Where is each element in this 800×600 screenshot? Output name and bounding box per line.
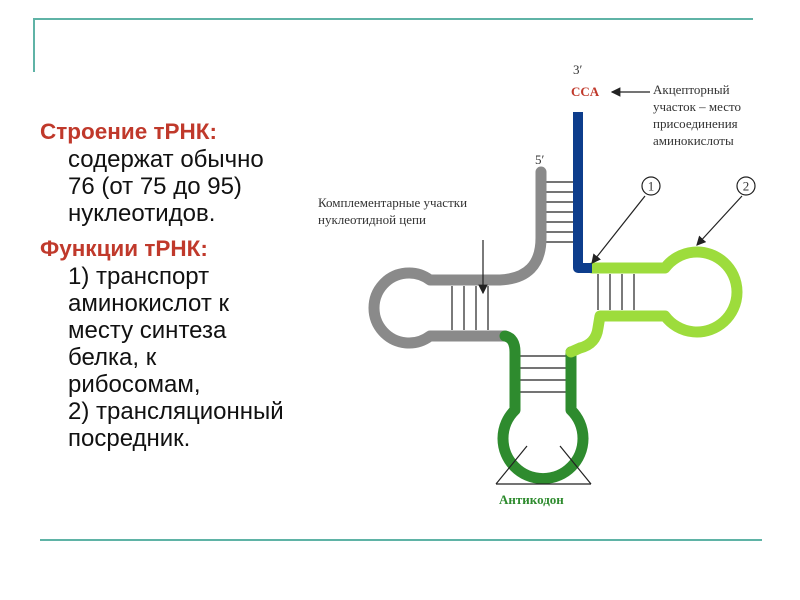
- marker-1-arrow: [591, 195, 646, 264]
- five-prime-label: 5′: [535, 152, 545, 167]
- marker-1-label: 1: [648, 179, 655, 194]
- svg-text:нуклеотидной цепи: нуклеотидной цепи: [318, 212, 426, 227]
- light-green-strand: [565, 246, 743, 358]
- structure-heading: Строение тРНК:: [40, 119, 217, 144]
- functions-heading: Функции тРНК:: [40, 236, 208, 261]
- left-rule: [33, 18, 35, 72]
- anticodon-label: Антикодон: [499, 492, 564, 507]
- function-line: посредник.: [68, 425, 191, 452]
- anticodon-arm-rungs: [520, 355, 566, 393]
- structure-line: 76 (от 75 до 95): [68, 173, 242, 200]
- structure-line: содержат обычно: [68, 146, 264, 173]
- complementary-regions-label: Комплементарные участки нуклеотидной цеп…: [318, 195, 467, 227]
- gray-strand: [368, 166, 547, 349]
- svg-text:Комплементарные участки: Комплементарные участки: [318, 195, 467, 210]
- dark-green-strand: [497, 330, 589, 485]
- svg-text:присоединения: присоединения: [653, 116, 738, 131]
- top-rule: [33, 18, 753, 20]
- svg-text:Акцепторный: Акцепторный: [653, 82, 730, 97]
- d-arm-rungs: [451, 286, 489, 330]
- anticodon-bracket: [495, 445, 592, 485]
- marker-2-circle: [736, 176, 756, 196]
- cca-label: CCA: [571, 84, 600, 99]
- marker-2-label: 2: [743, 179, 750, 194]
- function-line: месту синтеза: [68, 317, 227, 344]
- three-prime-label: 3′: [573, 62, 583, 77]
- blue-strand: [573, 112, 592, 273]
- structure-line: нуклеотидов.: [68, 200, 216, 227]
- acceptor-region-label: Акцепторный участок – место присоединени…: [653, 82, 741, 148]
- marker-2-arrow: [696, 195, 743, 246]
- function-line: белка, к: [68, 344, 157, 371]
- function-line: рибосомам,: [68, 371, 201, 398]
- function-line: 1) транспорт: [68, 263, 210, 290]
- svg-text:участок – место: участок – место: [653, 99, 741, 114]
- text-panel: Строение тРНК: содержат обычно 76 (от 75…: [40, 118, 312, 452]
- function-line: аминокислот к: [68, 290, 230, 317]
- function-line: 2) трансляционный: [68, 398, 284, 425]
- t-arm-rungs: [597, 274, 635, 310]
- bottom-rule: [40, 539, 762, 541]
- marker-1-circle: [641, 176, 661, 196]
- svg-text:аминокислоты: аминокислоты: [653, 133, 734, 148]
- acceptor-stem-rungs: [546, 181, 574, 243]
